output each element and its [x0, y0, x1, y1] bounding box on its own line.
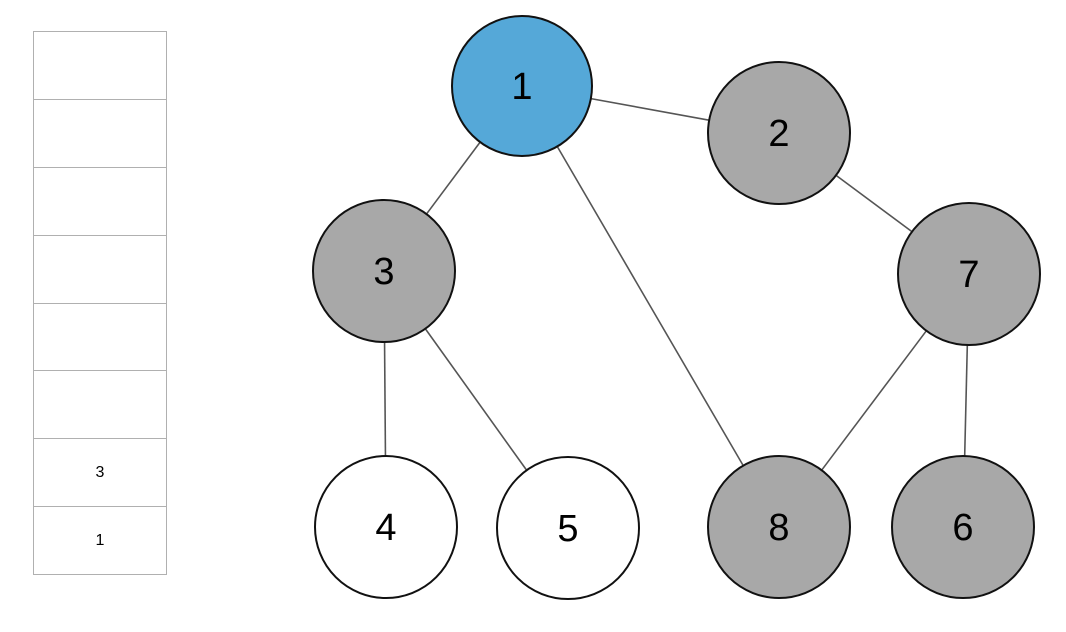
node-circle[interactable]: [707, 455, 851, 599]
graph-edge: [555, 144, 745, 468]
node-circle[interactable]: [496, 456, 640, 600]
graph-node[interactable]: 6: [891, 455, 1035, 599]
stack-cell: [33, 31, 167, 100]
graph-node[interactable]: 5: [496, 456, 640, 600]
node-circle[interactable]: [314, 455, 458, 599]
edge-layer: [383, 97, 969, 473]
node-circle[interactable]: [451, 15, 593, 157]
node-circle[interactable]: [897, 202, 1041, 346]
node-circle[interactable]: [707, 61, 851, 205]
node-circle[interactable]: [312, 199, 456, 343]
stack-cell: [33, 302, 167, 372]
node-circle[interactable]: [891, 455, 1035, 599]
stack-cell: [33, 234, 167, 304]
stack-cell: 1: [33, 506, 167, 575]
graph-node[interactable]: 8: [707, 455, 851, 599]
graph-node[interactable]: 2: [707, 61, 851, 205]
stack-cell: 3: [33, 438, 167, 508]
graph-node[interactable]: 3: [312, 199, 456, 343]
graph-edge: [383, 339, 387, 459]
graph-edge: [424, 140, 482, 217]
graph-node[interactable]: 7: [897, 202, 1041, 346]
graph-node[interactable]: 1: [451, 15, 593, 157]
graph-edge: [819, 328, 929, 473]
graph-edge: [833, 173, 915, 234]
graph-edge: [588, 97, 712, 122]
stack-cell: [33, 370, 167, 440]
graph-edge: [963, 342, 969, 459]
stack-cell: [33, 98, 167, 168]
graph-edge: [423, 326, 529, 473]
graph-node[interactable]: 4: [314, 455, 458, 599]
